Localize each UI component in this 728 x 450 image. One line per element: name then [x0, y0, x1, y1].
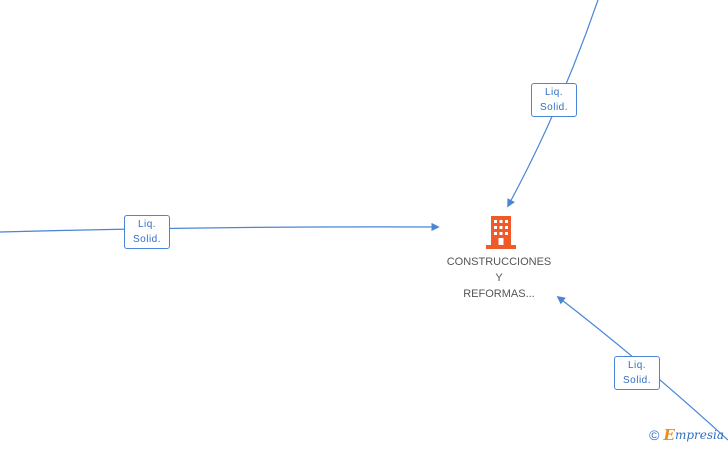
empresia-watermark: © E mpresia: [649, 426, 724, 444]
edge-label-line: Solid.: [622, 375, 651, 386]
company-node-label[interactable]: CONSTRUCCIONES Y REFORMAS...: [424, 254, 574, 302]
edge-label-line: Liq.: [137, 219, 157, 230]
edge-label-line: Liq.: [627, 360, 647, 371]
brand-initial: E: [663, 426, 675, 444]
brand-name: mpresia: [674, 428, 724, 442]
building-icon[interactable]: [484, 214, 518, 250]
company-name-line: Y: [495, 272, 503, 284]
edge-left-line: [0, 222, 440, 233]
edge-label-left[interactable]: Liq. Solid.: [124, 215, 170, 249]
edge-label-top[interactable]: Liq. Solid.: [531, 83, 577, 117]
edge-label-line: Solid.: [132, 234, 161, 245]
copyright-symbol: ©: [649, 427, 660, 443]
company-name-line: REFORMAS...: [463, 288, 535, 300]
edge-label-line: Liq.: [544, 87, 564, 98]
edge-label-bottom-right[interactable]: Liq. Solid.: [614, 356, 660, 390]
edge-label-line: Solid.: [539, 102, 568, 113]
company-name-line: CONSTRUCCIONES: [446, 256, 552, 268]
